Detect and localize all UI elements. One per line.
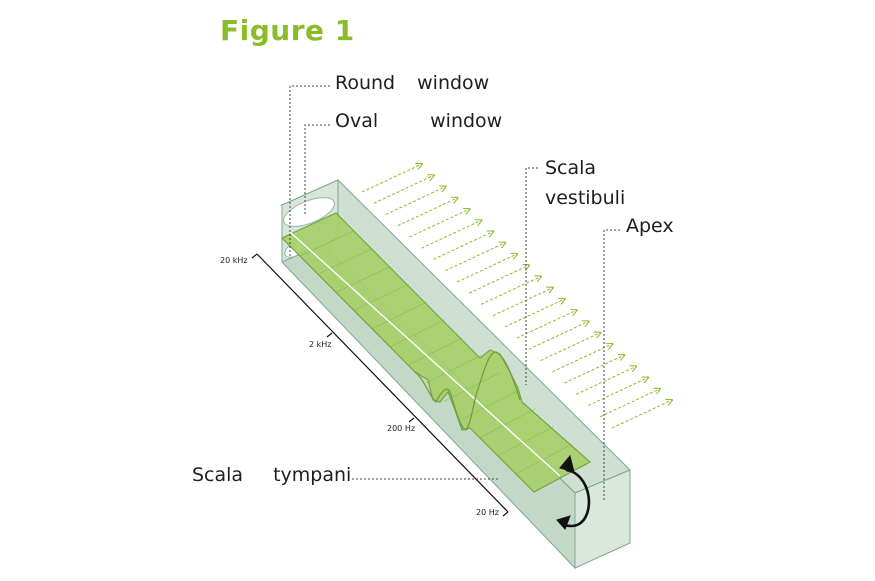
traveling-wave: [414, 351, 521, 431]
label-apex: Apex: [626, 215, 674, 237]
membrane-grid-line: [371, 301, 427, 329]
figure-title: Figure 1: [220, 14, 355, 47]
wave-arrow: [552, 344, 612, 373]
wave-arrow: [457, 254, 517, 283]
membrane-grid-line: [353, 283, 409, 311]
membrane-surface: [280, 212, 592, 493]
leader-lines: [289, 85, 620, 500]
membrane-grid-line: [425, 355, 482, 384]
membrane-grid-line: [407, 337, 464, 366]
wave-arrow: [361, 164, 422, 193]
membrane-grid-line: [317, 248, 373, 275]
freq-label-200hz: 200 Hz: [387, 424, 415, 433]
wave-arrow: [468, 265, 529, 294]
membrane-midline: [289, 231, 561, 477]
leader-round-window: [289, 85, 330, 256]
membrane-grid-line: [299, 230, 355, 257]
wave-arrow: [611, 400, 672, 429]
wave-arrow: [599, 389, 660, 418]
wave-arrow: [528, 321, 589, 350]
wave-arrow: [433, 231, 493, 260]
wave-arrow: [445, 243, 505, 272]
wave-arrow: [564, 355, 624, 384]
wave-arrow: [397, 198, 458, 227]
freq-label-20hz: 20 Hz: [476, 508, 499, 517]
label-scala-vestibuli: Scala vestibuli: [545, 157, 626, 209]
wave-arrow: [492, 288, 553, 317]
membrane-grid-line: [443, 372, 500, 402]
wave-arrow: [409, 209, 470, 238]
freq-label-20khz: 20 kHz: [220, 256, 248, 265]
leader-oval-window: [304, 124, 330, 214]
freq-label-2khz: 2 kHz: [309, 340, 331, 349]
wave-arrow: [480, 276, 541, 305]
wave-arrow: [576, 366, 636, 395]
rotation-arrow-icon: [556, 454, 591, 530]
wave-arrow: [516, 310, 577, 339]
membrane-grid-line: [497, 426, 554, 456]
membrane-grid-line: [515, 443, 572, 475]
wave-arrow: [540, 333, 601, 362]
wave-arrow: [385, 186, 446, 215]
leader-apex: [603, 229, 620, 500]
wave-arrow: [587, 378, 648, 406]
wave-arrow: [373, 175, 434, 204]
membrane-grid-line: [335, 266, 391, 293]
wave-arrows: [361, 164, 672, 429]
frequency-axis: 20 kHz 2 kHz 200 Hz 20 Hz: [220, 253, 509, 517]
leader-scala-vestibuli: [525, 167, 538, 385]
membrane-grid-line: [389, 319, 445, 348]
membrane-grid-line: [479, 408, 536, 438]
wave-arrow: [421, 220, 482, 249]
basilar-membrane: [280, 212, 592, 493]
wave-arrow: [504, 299, 565, 328]
